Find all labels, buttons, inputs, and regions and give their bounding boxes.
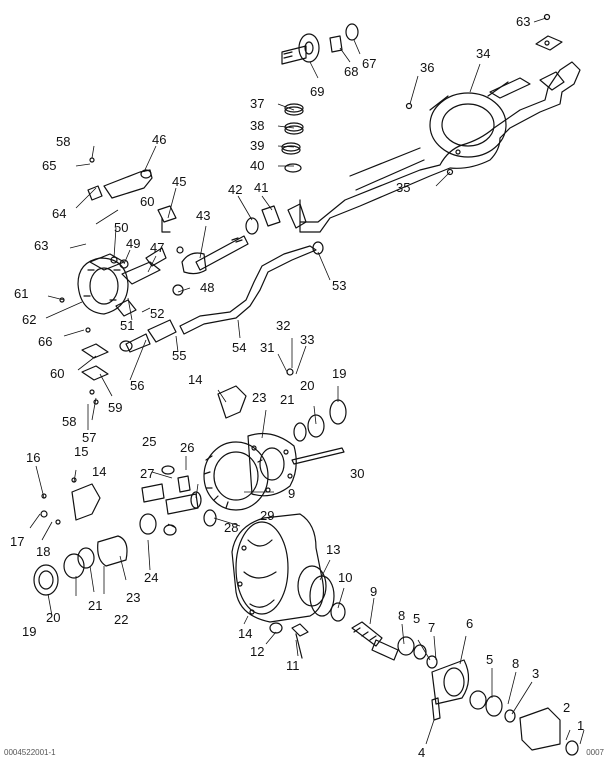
callout-67: 67 xyxy=(362,56,376,71)
callout-60b: 60 xyxy=(50,366,64,381)
callout-17: 17 xyxy=(10,534,24,549)
callout-50: 50 xyxy=(114,220,128,235)
callout-58b: 58 xyxy=(62,414,76,429)
callout-27: 27 xyxy=(140,466,154,481)
callout-33: 33 xyxy=(300,332,314,347)
callout-14a: 14 xyxy=(188,372,202,387)
callout-63b: 63 xyxy=(34,238,48,253)
callout-9a: 9 xyxy=(288,486,295,501)
callout-35: 35 xyxy=(396,180,410,195)
callout-53: 53 xyxy=(332,278,346,293)
callout-8b: 8 xyxy=(512,656,519,671)
callout-12: 12 xyxy=(250,644,264,659)
callout-49: 49 xyxy=(126,236,140,251)
callout-61: 61 xyxy=(14,286,28,301)
callout-21b: 21 xyxy=(280,392,294,407)
callout-19b: 19 xyxy=(332,366,346,381)
bushing-68 xyxy=(329,35,343,53)
callout-62: 62 xyxy=(22,312,36,327)
callout-15: 15 xyxy=(74,444,88,459)
callout-29: 29 xyxy=(260,508,274,523)
callout-3: 3 xyxy=(532,666,539,681)
callout-37: 37 xyxy=(250,96,264,111)
callout-20b: 20 xyxy=(300,378,314,393)
callout-36: 36 xyxy=(420,60,434,75)
callout-21a: 21 xyxy=(88,598,102,613)
callout-38: 38 xyxy=(250,118,264,133)
callout-11: 11 xyxy=(286,658,300,673)
callout-69: 69 xyxy=(310,84,324,99)
callout-57: 57 xyxy=(82,430,96,445)
callout-58a: 58 xyxy=(56,134,70,149)
callout-68: 68 xyxy=(344,64,358,79)
callout-14b: 14 xyxy=(92,464,106,479)
callout-45: 45 xyxy=(172,174,186,189)
callout-30: 30 xyxy=(350,466,364,481)
callout-4: 4 xyxy=(418,745,425,760)
footer-right-code: 0007 xyxy=(586,748,604,757)
callout-14c: 14 xyxy=(238,626,252,641)
callout-43: 43 xyxy=(196,208,210,223)
callout-54: 54 xyxy=(232,340,246,355)
callout-51: 51 xyxy=(120,318,134,333)
callout-60a: 60 xyxy=(140,194,154,209)
callout-32: 32 xyxy=(276,318,290,333)
callout-34: 34 xyxy=(476,46,490,61)
axle-housing xyxy=(287,35,581,233)
callout-23a: 23 xyxy=(126,590,140,605)
callout-18: 18 xyxy=(36,544,50,559)
callout-19a: 19 xyxy=(22,624,36,639)
callout-66: 66 xyxy=(38,334,52,349)
seal-67 xyxy=(345,23,359,41)
ring-gear-assembly xyxy=(203,433,297,511)
callout-65: 65 xyxy=(42,158,56,173)
pinion-cage xyxy=(431,659,470,705)
callout-25: 25 xyxy=(142,434,156,449)
callout-10: 10 xyxy=(338,570,352,585)
callout-2: 2 xyxy=(563,700,570,715)
callout-16: 16 xyxy=(26,450,40,465)
callout-48: 48 xyxy=(200,280,214,295)
callout-5a: 5 xyxy=(413,611,420,626)
callout-31: 31 xyxy=(260,340,274,355)
callout-13: 13 xyxy=(326,542,340,557)
spindle xyxy=(281,23,359,65)
callout-59: 59 xyxy=(108,400,122,415)
callout-42: 42 xyxy=(228,182,242,197)
callout-40: 40 xyxy=(250,158,264,173)
callout-64: 64 xyxy=(52,206,66,221)
carrier-housing xyxy=(231,513,327,623)
callout-6: 6 xyxy=(466,616,473,631)
callout-5b: 5 xyxy=(486,652,493,667)
callout-20a: 20 xyxy=(46,610,60,625)
steering-knuckle xyxy=(77,247,167,317)
callout-52: 52 xyxy=(150,306,164,321)
callout-26: 26 xyxy=(180,440,194,455)
callout-24: 24 xyxy=(144,570,158,585)
callout-9b: 9 xyxy=(370,584,377,599)
callout-41: 41 xyxy=(254,180,268,195)
callout-7: 7 xyxy=(428,620,435,635)
callout-23b: 23 xyxy=(252,390,266,405)
callout-63a: 63 xyxy=(516,14,530,29)
callout-55: 55 xyxy=(172,348,186,363)
housing-bracket xyxy=(535,35,563,51)
callout-46: 46 xyxy=(152,132,166,147)
callout-56: 56 xyxy=(130,378,144,393)
callout-39: 39 xyxy=(250,138,264,153)
callout-8a: 8 xyxy=(398,608,405,623)
callout-28: 28 xyxy=(224,520,238,535)
callout-1: 1 xyxy=(577,718,584,733)
callout-22: 22 xyxy=(114,612,128,627)
callout-47: 47 xyxy=(150,240,164,255)
footer-left-code: 0004522001-1 xyxy=(4,748,56,757)
